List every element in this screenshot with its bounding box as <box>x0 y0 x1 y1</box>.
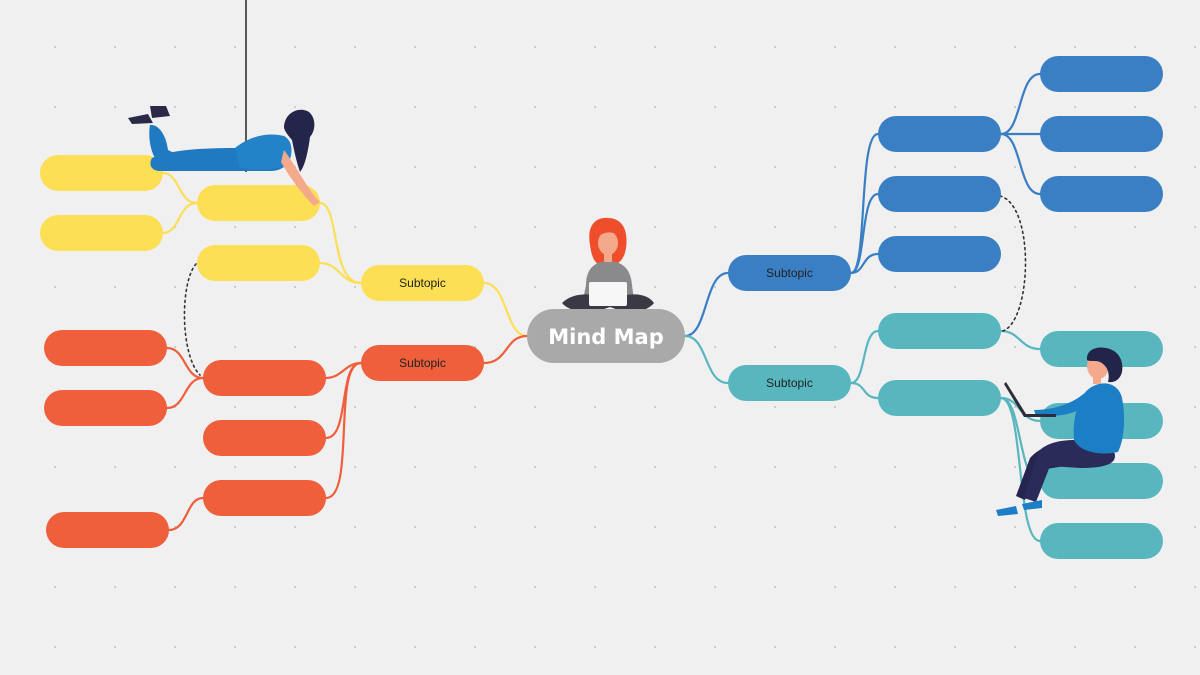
yellow-leaf-node[interactable] <box>40 215 163 251</box>
blue-connectors <box>683 72 1042 338</box>
subtopic-label: Subtopic <box>766 266 813 280</box>
orange-leaf-node[interactable] <box>44 330 167 366</box>
orange-subtopic-node[interactable]: Subtopic <box>361 345 484 381</box>
blue-child-node[interactable] <box>878 176 1001 212</box>
connector-o1-to-ol2 <box>165 376 205 410</box>
connector-blue-subtopic-to-b1 <box>849 132 880 275</box>
blue-child-node[interactable] <box>878 116 1001 152</box>
subtopic-label: Subtopic <box>766 376 813 390</box>
orange-child-node[interactable] <box>203 420 326 456</box>
yellow-leaf-node[interactable] <box>40 155 163 191</box>
teal-leaf-node[interactable] <box>1040 463 1163 499</box>
connector-teal-subtopic-to-t2 <box>849 381 880 400</box>
connector-yellow-subtopic-to-y1 <box>318 201 363 285</box>
connector-y1-to-yl1 <box>161 171 199 205</box>
yellow-child-node[interactable] <box>197 245 320 281</box>
connector-orange-subtopic-to-o3 <box>324 361 363 500</box>
mind-map-nodes: Subtopic Subtopic Subtopic <box>40 56 1163 559</box>
connector-teal-subtopic-to-t1 <box>849 329 880 385</box>
orange-leaf-node[interactable] <box>44 390 167 426</box>
blue-leaf-node[interactable] <box>1040 176 1163 212</box>
teal-child-node[interactable] <box>878 313 1001 349</box>
orange-child-node[interactable] <box>203 360 326 396</box>
connector-lines <box>161 72 1042 543</box>
connector-b1-to-bl3 <box>999 132 1042 196</box>
connector-center-to-blue-subtopic <box>683 271 730 338</box>
teal-child-node[interactable] <box>878 380 1001 416</box>
blue-subtopic-node[interactable]: Subtopic <box>728 255 851 291</box>
orange-leaf-node[interactable] <box>46 512 169 548</box>
teal-leaf-node[interactable] <box>1040 523 1163 559</box>
connector-o3-to-ol3 <box>167 496 205 532</box>
connector-y1-to-yl2 <box>161 201 199 235</box>
laptop-icon <box>1004 382 1056 417</box>
connector-b1-to-bl1 <box>999 72 1042 136</box>
connector-center-to-teal-subtopic <box>683 334 730 385</box>
person-sitting-with-laptop-illustration <box>558 217 658 320</box>
connector-blue-subtopic-to-b3 <box>849 252 880 275</box>
blue-child-node[interactable] <box>878 236 1001 272</box>
subtopic-label: Subtopic <box>399 356 446 370</box>
teal-subtopic-node[interactable]: Subtopic <box>728 365 851 401</box>
dotted-relation-connector-right <box>999 195 1027 332</box>
woman-lying-with-laptop-illustration <box>128 0 320 206</box>
subtopic-label: Subtopic <box>399 276 446 290</box>
yellow-connectors <box>161 171 529 338</box>
orange-child-node[interactable] <box>203 480 326 516</box>
dotted-relation-connector-left <box>183 263 201 376</box>
central-topic-node[interactable]: Mind Map <box>527 309 685 363</box>
connector-t1-to-tl1 <box>999 329 1042 351</box>
yellow-subtopic-node[interactable]: Subtopic <box>361 265 484 301</box>
blue-leaf-node[interactable] <box>1040 56 1163 92</box>
connector-center-to-yellow-subtopic <box>482 281 529 338</box>
connector-blue-subtopic-to-b2 <box>849 192 880 275</box>
connector-o1-to-ol1 <box>165 346 205 380</box>
blue-leaf-node[interactable] <box>1040 116 1163 152</box>
connector-center-to-orange-subtopic <box>482 334 529 365</box>
man-sitting-with-laptop-illustration <box>996 347 1125 516</box>
teal-connectors <box>683 329 1042 543</box>
central-topic-label: Mind Map <box>548 325 664 349</box>
laptop-icon <box>589 282 627 306</box>
connector-yellow-subtopic-to-y2 <box>318 261 363 285</box>
connector-t2-to-tl4 <box>999 396 1042 543</box>
yellow-child-node[interactable] <box>197 185 320 221</box>
orange-connectors <box>165 334 529 532</box>
